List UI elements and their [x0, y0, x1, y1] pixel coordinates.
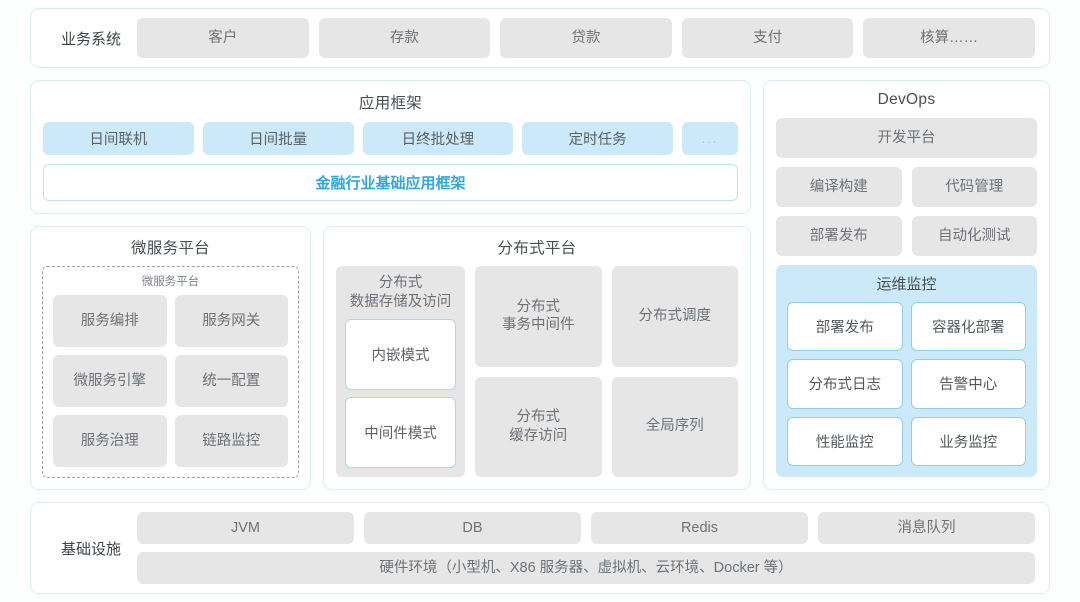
distributed-storage-title-line2: 数据存储及访问: [349, 293, 452, 310]
infrastructure-chip-list: JVM DB Redis 消息队列: [137, 512, 1035, 544]
distributed-grid: 分布式 数据存储及访问 内嵌模式 中间件模式 分布式 事务中间件: [336, 266, 738, 477]
distributed-cell-line1: 分布式: [516, 298, 561, 315]
ops-monitoring-box: 运维监控 部署发布 容器化部署 分布式日志 告警中心 性能监控 业务监控: [776, 265, 1037, 477]
distributed-platform-title: 分布式平台: [497, 240, 577, 257]
app-framework-chip-list: 日间联机 日间批量 日终批处理 定时任务 ...: [43, 122, 738, 155]
business-system-chip[interactable]: 核算……: [863, 18, 1035, 58]
app-framework-more-chip[interactable]: ...: [682, 122, 738, 155]
microservice-chip[interactable]: 统一配置: [174, 355, 288, 407]
distributed-cell[interactable]: 分布式 事务中间件: [475, 266, 602, 367]
ops-chip[interactable]: 告警中心: [910, 359, 1026, 409]
microservice-chip[interactable]: 服务治理: [53, 415, 167, 467]
business-system-chip[interactable]: 存款: [318, 18, 491, 58]
base-framework-bar[interactable]: 金融行业基础应用框架: [43, 164, 738, 201]
ops-chip[interactable]: 部署发布: [787, 302, 903, 352]
infrastructure-chip[interactable]: JVM: [137, 512, 354, 544]
business-system-label: 业务系统: [60, 30, 121, 48]
infrastructure-label: 基础设施: [60, 540, 121, 558]
app-framework-panel: 应用框架 日间联机 日间批量 日终批处理 定时任务 ... 金融行业基础应用框架: [30, 80, 751, 214]
ops-chip[interactable]: 业务监控: [910, 416, 1026, 466]
devops-panel: DevOps 开发平台 编译构建 代码管理 部署发布 自动化测试 运维监控 部署…: [763, 80, 1050, 490]
microservice-chip[interactable]: 服务网关: [174, 295, 288, 347]
distributed-storage-title: 分布式 数据存储及访问: [345, 274, 456, 312]
app-framework-chip[interactable]: 定时任务: [522, 122, 673, 155]
microservice-chip[interactable]: 链路监控: [174, 415, 288, 467]
distributed-storage-mode[interactable]: 内嵌模式: [345, 318, 457, 390]
microservice-inner-label: 微服务平台: [141, 276, 200, 288]
distributed-storage-mode[interactable]: 中间件模式: [345, 396, 457, 468]
business-system-chip[interactable]: 客户: [137, 18, 309, 58]
distributed-cell[interactable]: 分布式调度: [611, 266, 738, 367]
hardware-environment-bar[interactable]: 硬件环境（小型机、X86 服务器、虚拟机、云环境、Docker 等）: [137, 552, 1035, 584]
distributed-platform-panel: 分布式平台 分布式 数据存储及访问 内嵌模式 中间件模式: [323, 226, 751, 490]
infrastructure-panel: 基础设施 JVM DB Redis 消息队列 硬件环境（小型机、X86 服务器、…: [30, 502, 1050, 594]
ops-chip[interactable]: 性能监控: [787, 416, 903, 466]
distributed-cell-line2: 缓存访问: [509, 427, 568, 444]
microservice-chip[interactable]: 服务编排: [53, 295, 167, 347]
infrastructure-chip[interactable]: Redis: [591, 512, 808, 544]
distributed-storage-cell[interactable]: 分布式 数据存储及访问 内嵌模式 中间件模式: [336, 266, 466, 477]
devops-chip[interactable]: 自动化测试: [911, 216, 1037, 256]
devops-title: DevOps: [877, 91, 936, 108]
business-system-chip-list: 客户 存款 贷款 支付 核算……: [137, 18, 1035, 58]
app-framework-chip[interactable]: 日间联机: [43, 122, 194, 155]
devops-column: DevOps 开发平台 编译构建 代码管理 部署发布 自动化测试 运维监控 部署…: [763, 80, 1050, 490]
devops-chip[interactable]: 部署发布: [776, 216, 902, 256]
microservice-inner-box: 微服务平台 服务编排 服务网关 微服务引擎 统一配置 服务治理 链路监控: [42, 266, 299, 478]
distributed-cell-line2: 事务中间件: [502, 317, 575, 334]
business-system-panel: 业务系统 客户 存款 贷款 支付 核算……: [30, 8, 1050, 68]
distributed-cell[interactable]: 分布式 缓存访问: [475, 376, 602, 477]
microservice-platform-title: 微服务平台: [130, 240, 210, 257]
distributed-cell-line1: 分布式调度: [638, 307, 712, 324]
microservice-chip[interactable]: 微服务引擎: [53, 355, 167, 407]
ops-chip-grid: 部署发布 容器化部署 分布式日志 告警中心 性能监控 业务监控: [787, 302, 1026, 466]
ops-chip[interactable]: 分布式日志: [787, 359, 903, 409]
distributed-storage-title-line1: 分布式: [378, 275, 423, 291]
infrastructure-chip[interactable]: DB: [364, 512, 581, 544]
devops-platform-chip[interactable]: 开发平台: [776, 118, 1037, 158]
business-system-chip[interactable]: 支付: [681, 18, 854, 58]
microservice-chip-grid: 服务编排 服务网关 微服务引擎 统一配置 服务治理 链路监控: [53, 295, 288, 467]
ops-chip[interactable]: 容器化部署: [910, 302, 1026, 352]
distributed-cell-line1: 全局序列: [645, 418, 704, 435]
platform-row: 微服务平台 微服务平台 服务编排 服务网关 微服务引擎 统一配置 服务治理 链路…: [30, 226, 751, 490]
infrastructure-chip[interactable]: 消息队列: [818, 512, 1035, 544]
left-column: 应用框架 日间联机 日间批量 日终批处理 定时任务 ... 金融行业基础应用框架…: [30, 80, 751, 490]
devops-pair-row: 编译构建 代码管理: [776, 167, 1037, 207]
app-framework-chip[interactable]: 日终批处理: [362, 122, 514, 155]
distributed-cell[interactable]: 全局序列: [611, 376, 738, 477]
devops-chip[interactable]: 编译构建: [776, 167, 902, 207]
devops-pair-row: 部署发布 自动化测试: [776, 216, 1037, 256]
app-framework-chip[interactable]: 日间批量: [202, 122, 354, 155]
app-framework-title: 应用框架: [358, 95, 423, 112]
infrastructure-content: JVM DB Redis 消息队列 硬件环境（小型机、X86 服务器、虚拟机、云…: [137, 512, 1035, 584]
microservice-platform-panel: 微服务平台 微服务平台 服务编排 服务网关 微服务引擎 统一配置 服务治理 链路…: [30, 226, 311, 490]
devops-chip[interactable]: 代码管理: [911, 167, 1037, 207]
middle-region: 应用框架 日间联机 日间批量 日终批处理 定时任务 ... 金融行业基础应用框架…: [30, 80, 1050, 490]
ops-monitoring-title: 运维监控: [876, 276, 937, 293]
distributed-cell-line1: 分布式: [516, 409, 561, 426]
business-system-chip[interactable]: 贷款: [500, 18, 672, 58]
